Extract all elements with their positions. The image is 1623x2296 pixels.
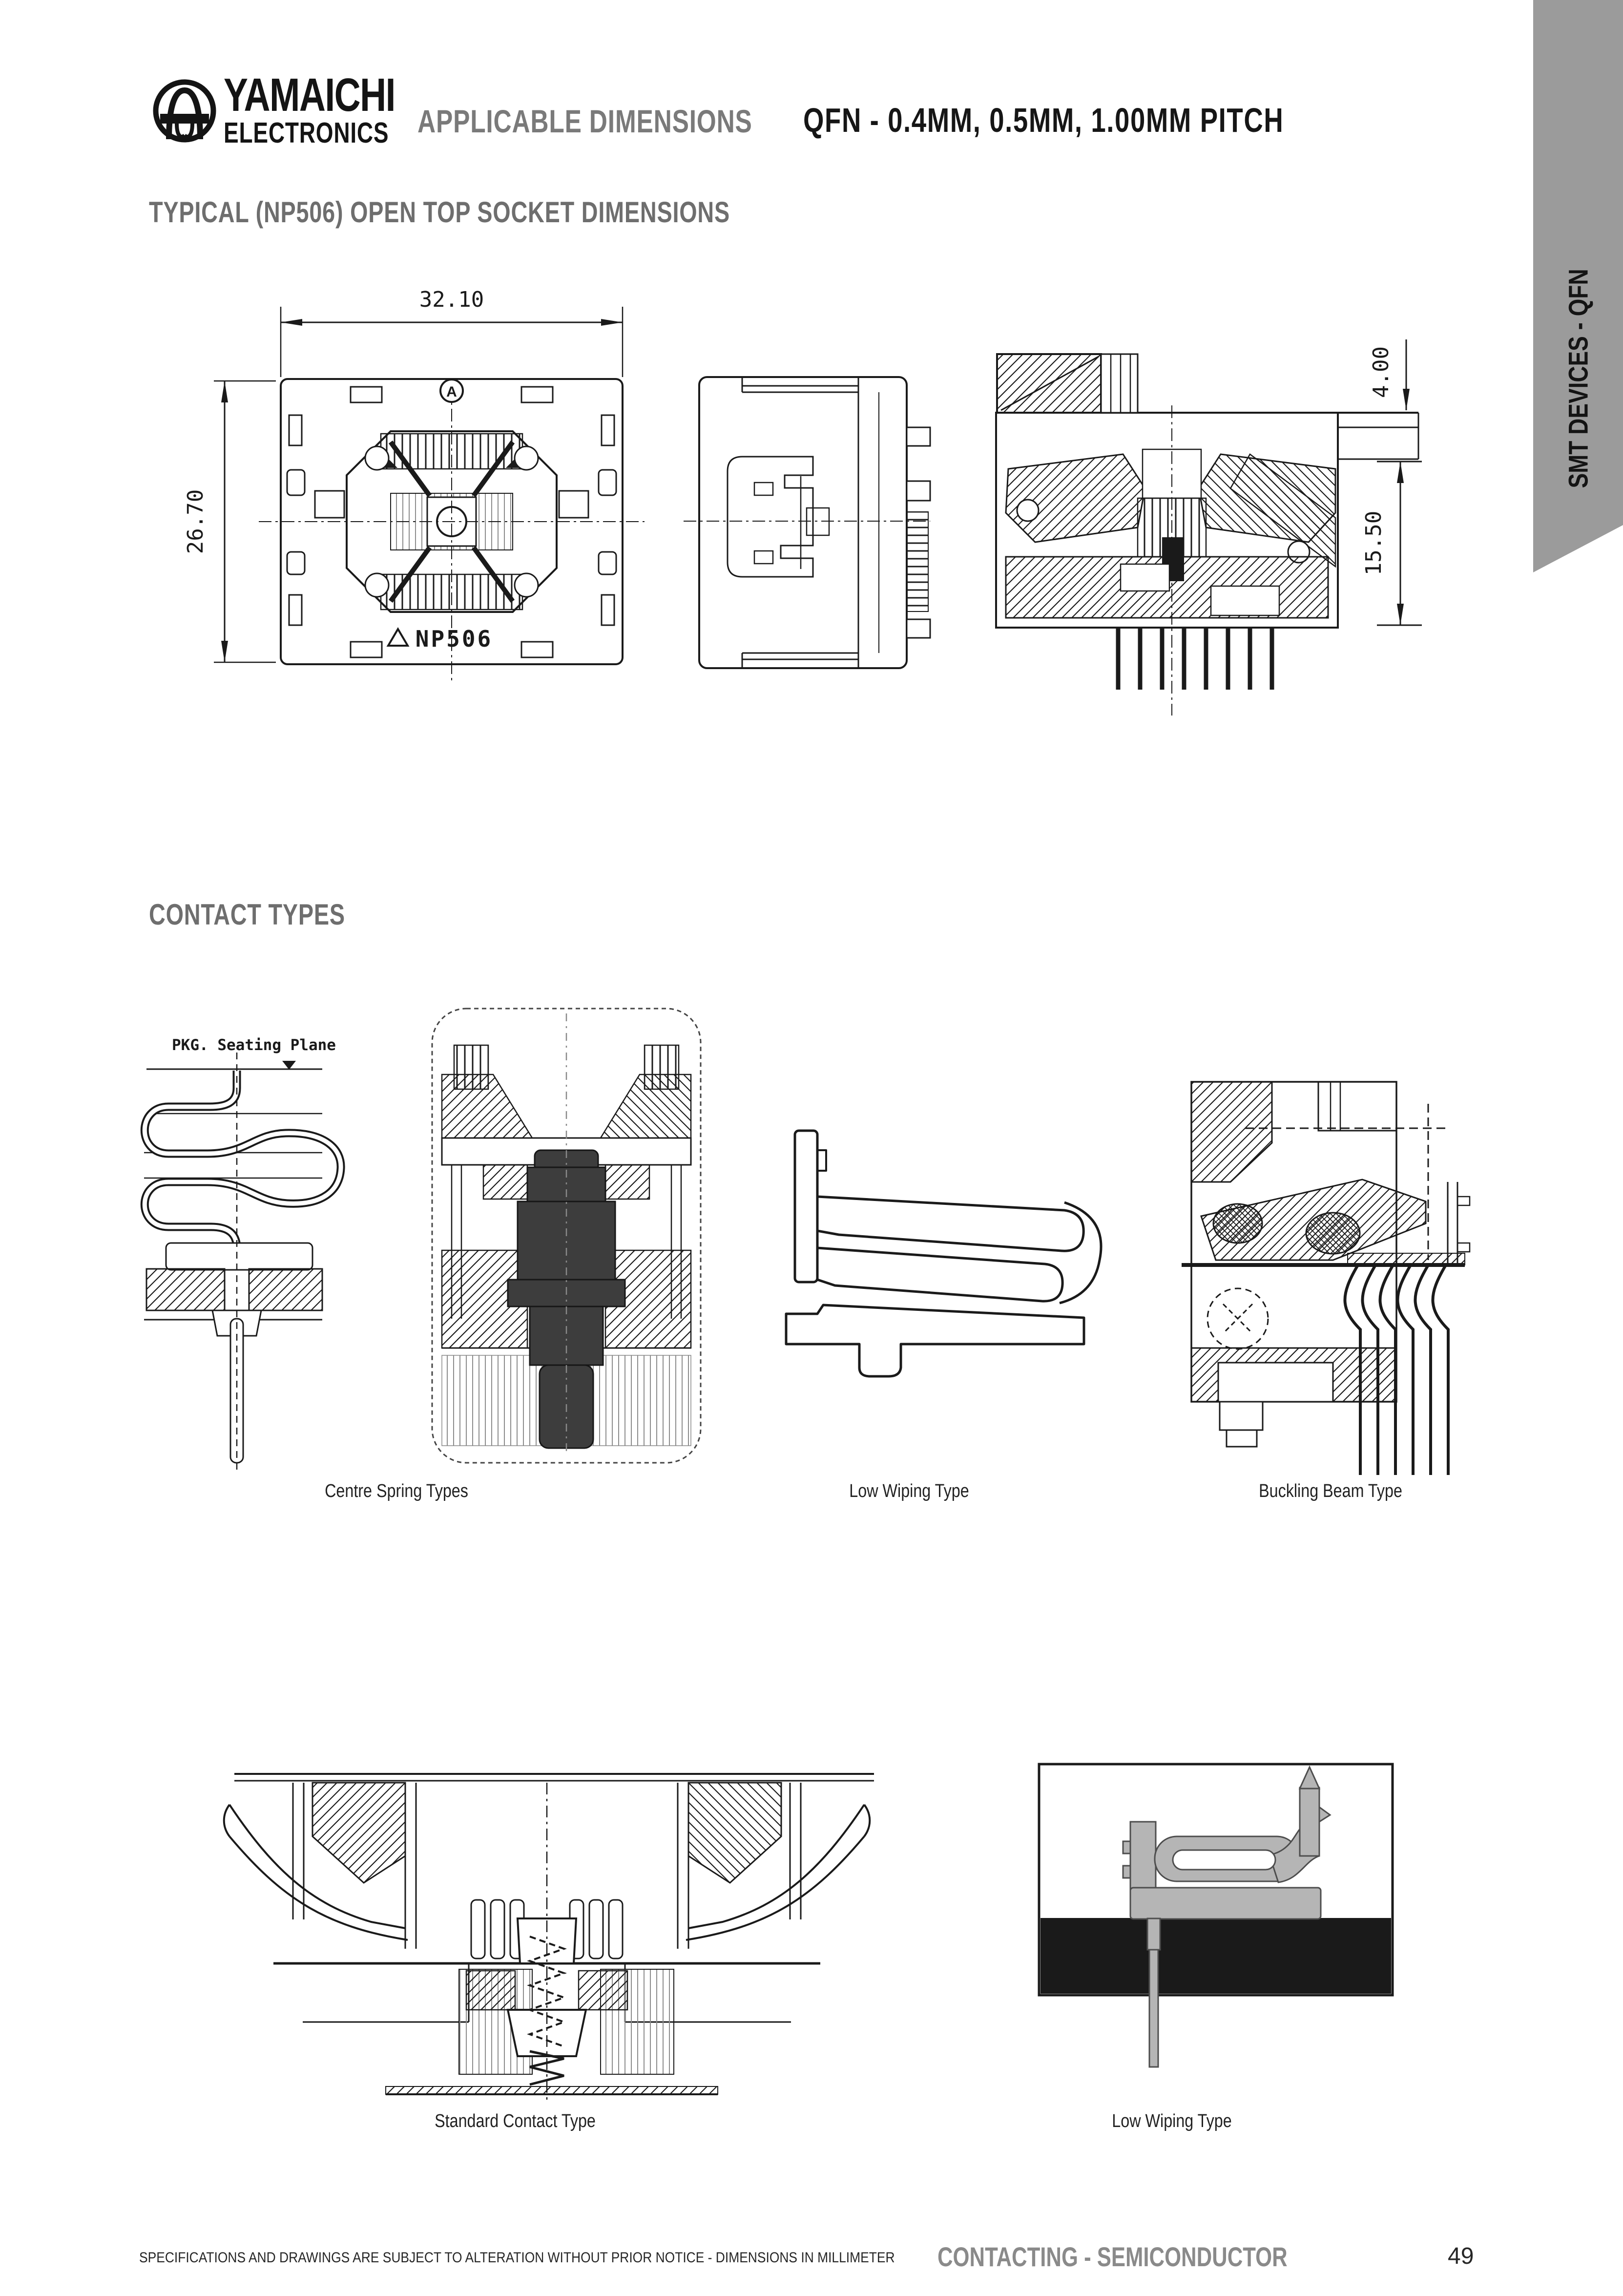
footer-disclaimer: SPECIFICATIONS AND DRAWINGS ARE SUBJECT … — [139, 2250, 895, 2266]
caption-low-wiping-2: Low Wiping Type — [1112, 2111, 1232, 2131]
caption-centre-spring: Centre Spring Types — [325, 1481, 468, 1501]
centre-spring-contact-drawing: PKG. Seating Plane — [140, 1036, 345, 1470]
socket-top-view-drawing: 32.10 26.70 — [183, 287, 645, 684]
footer-series-title: CONTACTING - SEMICONDUCTOR — [937, 2241, 1288, 2272]
cross-section-pins — [1116, 628, 1274, 690]
brand-line2: ELECTRONICS — [224, 117, 389, 149]
socket-side-view-drawing — [684, 376, 931, 669]
svg-text:A: A — [446, 384, 457, 400]
buckling-beam-drawing — [1182, 1081, 1471, 1475]
footer-page-number: 49 — [1448, 2243, 1474, 2269]
model-label: NP506 — [416, 626, 493, 652]
standard-contact-drawing — [223, 1773, 874, 2100]
recycle-triangle-icon — [386, 627, 410, 647]
svg-text:32.10: 32.10 — [419, 287, 484, 312]
buckling-beams — [1343, 1265, 1450, 1475]
section-title-contacts: CONTACT TYPES — [149, 898, 345, 931]
dim-top-4-00: 4.00 — [1369, 339, 1410, 410]
datum-a-symbol: A — [439, 379, 464, 403]
caption-standard-contact: Standard Contact Type — [435, 2111, 596, 2131]
seating-plane-pointer-icon — [282, 1061, 296, 1070]
section-title-socket: TYPICAL (NP506) OPEN TOP SOCKET DIMENSIO… — [149, 196, 730, 229]
brand-subname: ELECTRONICS — [224, 116, 436, 149]
dim-height-26-70: 26.70 — [183, 380, 276, 663]
svg-text:26.70: 26.70 — [183, 489, 208, 554]
page-subtitle: QFN - 0.4MM, 0.5MM, 1.00MM PITCH — [803, 101, 1419, 140]
low-wiping-contact-drawing — [785, 1129, 1103, 1378]
page-title: APPLICABLE DIMENSIONS — [417, 103, 847, 140]
brand-name: YAMAICHI — [224, 68, 443, 122]
socket-slots — [286, 386, 617, 658]
dim-side-15-50: 15.50 — [1361, 461, 1422, 626]
brand-line1: YAMAICHI — [224, 69, 395, 121]
yamaichi-logo-icon — [146, 71, 225, 151]
socket-cross-section-drawing: 4.00 15.50 — [995, 339, 1422, 716]
svg-text:4.00: 4.00 — [1369, 346, 1394, 398]
page-title-text: APPLICABLE DIMENSIONS — [417, 103, 752, 139]
side-view-contact-teeth — [906, 426, 931, 639]
caption-low-wiping: Low Wiping Type — [849, 1481, 969, 1501]
dim-width-32-10: 32.10 — [280, 287, 624, 377]
svg-text:15.50: 15.50 — [1361, 511, 1386, 575]
centre-spring-socket-drawing — [431, 1008, 702, 1464]
low-wiping-illustration — [1038, 1763, 1394, 2068]
standard-contact-teeth — [470, 1899, 624, 1959]
seating-plane-label: PKG. Seating Plane — [172, 1036, 336, 1054]
side-tab: SMT DEVICES - QFN — [1533, 0, 1623, 572]
page-subtitle-text: QFN - 0.4MM, 0.5MM, 1.00MM PITCH — [803, 101, 1284, 139]
caption-buckling-beam: Buckling Beam Type — [1259, 1481, 1402, 1501]
